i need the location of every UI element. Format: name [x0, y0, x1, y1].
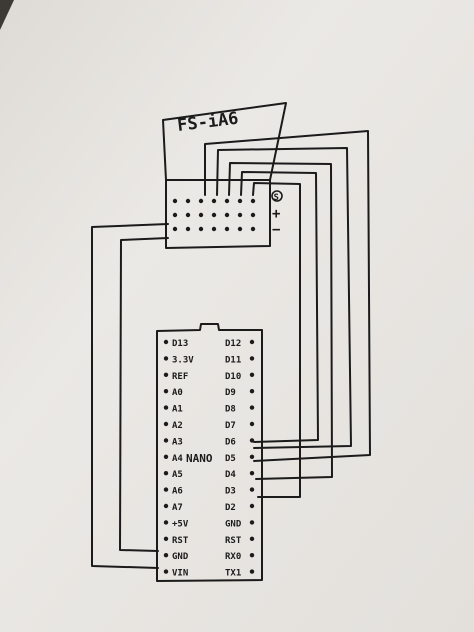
nano-pin-dot [249, 389, 255, 394]
nano-pin-dot [163, 421, 169, 427]
nano-pin-dot [163, 553, 169, 558]
minus-marker: − [272, 222, 280, 238]
nano-left-pin-label: VIN [172, 569, 188, 579]
nano-pin-dot [163, 569, 169, 574]
nano-right-pin-label: D3 [225, 487, 236, 497]
nano-left-pin-label: REF [172, 372, 188, 382]
receiver-pin-dot [185, 226, 191, 232]
nano-pin-dot [249, 520, 255, 525]
nano-right-pin-label: D5 [225, 454, 236, 464]
signal-marker-circle [271, 190, 283, 202]
nano-left-pin-label: +5V [172, 519, 189, 529]
nano-pin-dot [163, 487, 169, 492]
receiver-pin-dot [224, 212, 230, 218]
nano-pin-dot [249, 421, 255, 427]
nano-pin-dot [249, 553, 255, 558]
nano-left-pin-label: A5 [172, 470, 183, 480]
receiver-pin-dot [224, 198, 230, 204]
nano-pin-dot [163, 339, 169, 345]
nano-left-pin-label: A7 [172, 503, 183, 513]
wire-ground-inner [119, 237, 169, 552]
nano-pin-dot [249, 438, 255, 443]
nano-pin-dot [163, 389, 169, 394]
receiver-pin-dot [198, 226, 204, 232]
receiver-pin-dot [198, 212, 204, 218]
nano-left-pin-label: 3.3V [172, 355, 194, 365]
nano-left-pin-label: A4 [172, 454, 183, 464]
nano-left-pin-label: A1 [172, 405, 183, 415]
receiver-pin-dot [198, 198, 204, 204]
nano-right-pin-label: D7 [225, 421, 236, 431]
receiver-pin-dot [250, 212, 256, 218]
receiver-pin-dot [211, 226, 217, 232]
nano-right-pin-label: D4 [225, 470, 236, 480]
wire-ch4 [240, 171, 319, 443]
receiver-pin-dot [250, 198, 256, 204]
nano-pin-dot [249, 503, 255, 509]
nano-pin-dot [163, 536, 169, 541]
nano-pin-dot [163, 356, 169, 361]
receiver-pin-dot [237, 226, 243, 232]
nano-right-pin-label: GND [225, 519, 242, 529]
nano-label: NANO [186, 452, 213, 465]
nano-pin-dot [249, 372, 255, 377]
nano-left-pin-label: D13 [172, 339, 188, 349]
nano-pin-dot [249, 487, 255, 492]
nano-right-pin-label: D9 [225, 388, 236, 398]
receiver-pin-dot [172, 212, 178, 218]
nano-left-pin-label: A6 [172, 487, 183, 497]
nano-pin-dot [249, 536, 255, 541]
nano-pin-dot [249, 471, 255, 476]
nano-right-pin-label: RX0 [225, 552, 241, 562]
nano-right-pin-label: D8 [225, 405, 236, 415]
receiver-pin-dot [237, 198, 243, 204]
nano-right-pin-label: D2 [225, 503, 236, 513]
plus-marker: + [272, 206, 280, 222]
nano-pin-dot [163, 503, 169, 509]
nano-pin-dot [249, 339, 255, 345]
nano-pin-dot [249, 356, 255, 361]
receiver-pin-dot [250, 226, 256, 232]
receiver-pin-dot [211, 212, 217, 218]
receiver-pin-dot [172, 198, 178, 204]
nano-right-pin-label: D11 [225, 355, 241, 365]
nano-left-pin-label: A0 [172, 388, 183, 398]
nano-pin-dot [163, 372, 169, 377]
nano-right-pin-label: RST [225, 536, 242, 546]
nano-pin-dot [249, 454, 255, 459]
receiver-pin-header [172, 198, 256, 232]
nano-right-pin-label: D6 [225, 437, 236, 447]
nano-right-pin-label: TX1 [225, 569, 241, 579]
nano-pin-dot [163, 438, 169, 443]
nano-pin-dot [249, 405, 255, 410]
nano-right-pin-label: D12 [225, 339, 241, 349]
receiver-pin-dot [172, 226, 178, 232]
nano-outline [156, 323, 263, 582]
nano-pin-dot [163, 520, 169, 525]
nano-left-pin-label: GND [172, 552, 189, 562]
wire-ch2 [216, 147, 352, 449]
receiver-pin-dot [185, 198, 191, 204]
nano-left-pin-label: A3 [172, 437, 183, 447]
nano-pin-dot [249, 569, 255, 574]
receiver-pin-dot [211, 198, 217, 204]
wire-ch3 [228, 162, 333, 480]
nano-pin-dot [163, 471, 169, 476]
receiver-pin-dot [224, 226, 230, 232]
wire-ch5 [252, 182, 301, 498]
signal-marker: S [274, 193, 279, 203]
wire-ground [91, 223, 169, 569]
nano-pin-dot [163, 454, 169, 459]
nano-left-pin-label: A2 [172, 421, 183, 431]
nano-pin-dot [163, 405, 169, 410]
receiver-pin-dot [237, 212, 243, 218]
nano-left-pin-label: RST [172, 536, 189, 546]
receiver-pin-dot [185, 212, 191, 218]
nano-right-pin-label: D10 [225, 372, 241, 382]
